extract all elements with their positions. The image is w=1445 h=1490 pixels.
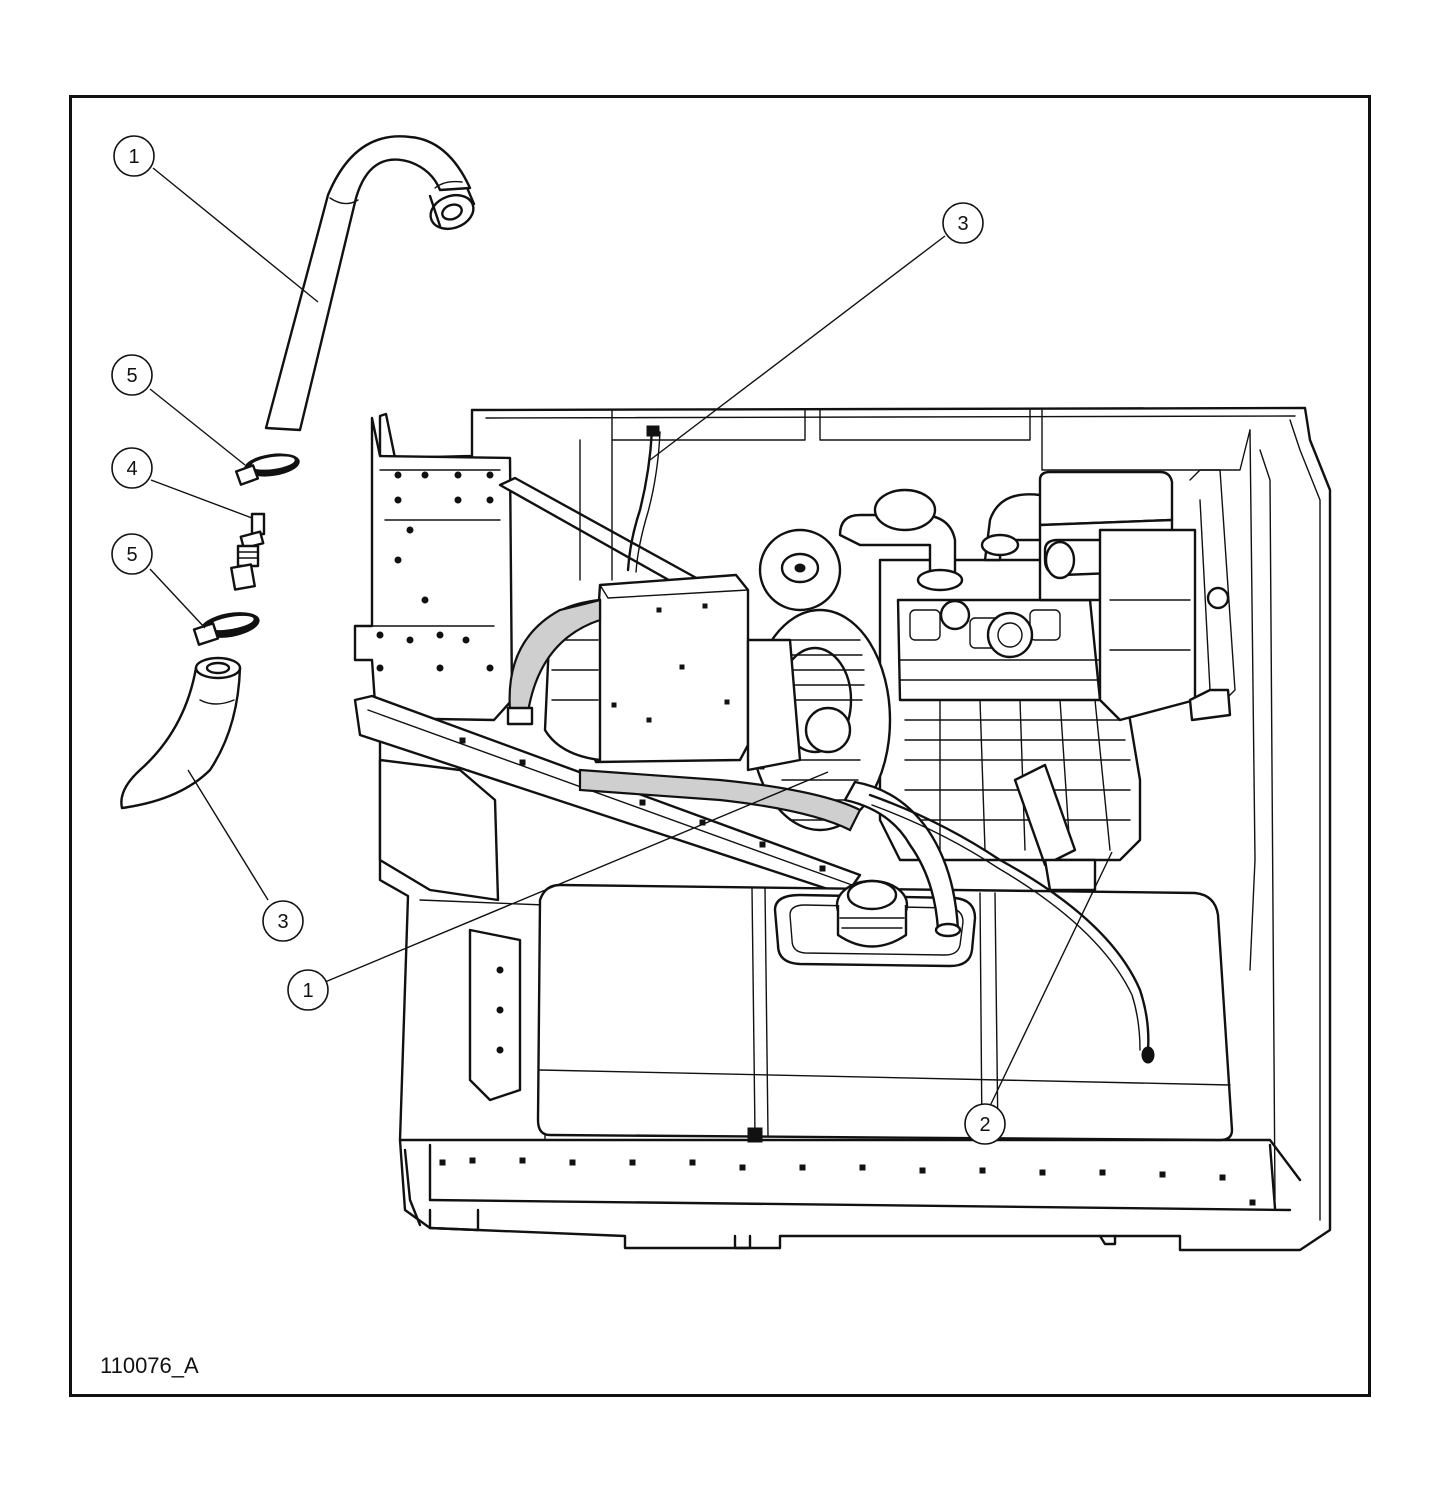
hose-routing (626, 425, 1236, 1064)
callout-3-right: 3 (942, 202, 984, 244)
fuel-tank (536, 879, 1234, 1143)
svg-text:5: 5 (126, 544, 137, 566)
svg-text:3: 3 (277, 911, 288, 933)
drawing-frame (69, 95, 1371, 1397)
generator (506, 573, 862, 832)
upper-hose-clamp-part (234, 453, 300, 486)
svg-text:1: 1 (128, 146, 139, 168)
svg-text:1: 1 (302, 980, 313, 1002)
callout-5-lower: 5 (111, 533, 153, 575)
callout-1-lower: 1 (287, 969, 329, 1011)
callout-5-upper: 5 (111, 354, 153, 396)
callout-1-top: 1 (113, 135, 155, 177)
hose-fitting-part (230, 512, 266, 591)
upper-hose-part (264, 135, 476, 432)
lower-hose-part (120, 656, 242, 810)
svg-text:3: 3 (957, 213, 968, 235)
svg-text:4: 4 (126, 458, 137, 480)
leader-lines (149, 167, 1113, 1107)
svg-text:5: 5 (126, 365, 137, 387)
engine (748, 470, 1230, 892)
callout-3-left: 3 (262, 900, 304, 942)
callout-4: 4 (111, 447, 153, 489)
callout-2: 2 (964, 1103, 1006, 1145)
figure-id: 110076_A (100, 1353, 199, 1378)
svg-text:2: 2 (979, 1114, 990, 1136)
